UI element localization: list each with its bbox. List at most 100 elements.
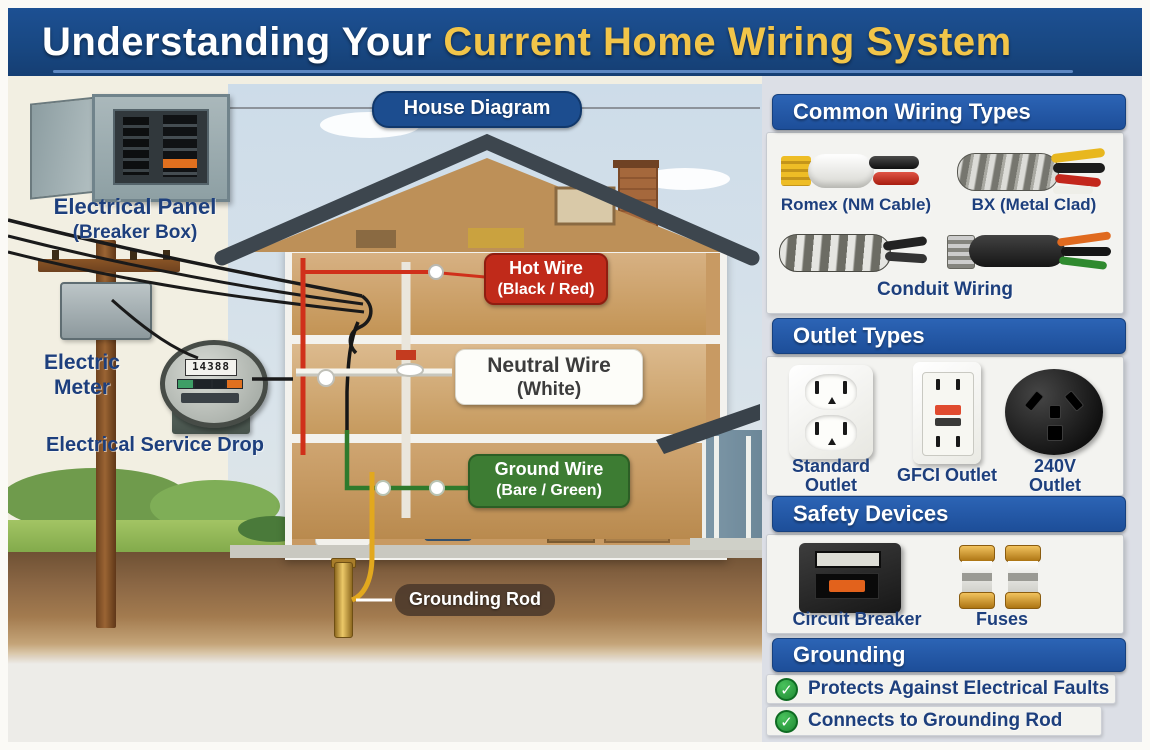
grounding-item-row: ✓ Protects Against Electrical Faults [766, 674, 1116, 704]
circuit-breaker-image [799, 543, 901, 613]
bx-white-wire [1053, 186, 1093, 194]
page-title: Understanding Your Current Home Wiring S… [42, 20, 1122, 65]
romex-sheath [808, 154, 874, 188]
bx-label: BX (Metal Clad) [971, 195, 1097, 214]
outlet-slot [1047, 425, 1063, 441]
conduit-label: Conduit Wiring [877, 279, 1013, 300]
fuse-band [1008, 573, 1038, 581]
hot-wire-node [428, 264, 444, 280]
conduit-flex-armor [779, 234, 891, 272]
meter-lower-band [181, 393, 239, 403]
neutral-wire-badge-line1: Neutral Wire [487, 354, 611, 377]
conduit-black-wire [1061, 247, 1111, 256]
meter-indicators [177, 379, 243, 389]
meter-feed-line [110, 298, 199, 360]
insulator [163, 250, 170, 260]
electrical-panel-label-line2: (Breaker Box) [72, 222, 198, 243]
meter-indicator-dark [195, 380, 211, 388]
standard-outlet-label: Standard Outlet [775, 457, 887, 495]
outlet-slot [1063, 390, 1085, 412]
neutral-wire-node [396, 363, 424, 377]
ground-wire-badge: Ground Wire (Bare / Green) [468, 454, 630, 508]
grounding-item-text: Connects to Grounding Rod [808, 710, 1063, 731]
romex-conductor-end [781, 156, 811, 186]
standard-outlet-label-line1: Standard [791, 456, 870, 476]
ground-hole [828, 438, 836, 445]
outlet-slot [1023, 390, 1045, 412]
outlet-slot [956, 379, 960, 390]
safety-devices-header: Safety Devices [772, 496, 1126, 532]
attic-box [356, 230, 396, 248]
outlet-types-card: Standard Outlet GFCI Outlet 240V Outlet [766, 356, 1124, 496]
bx-black-wire [1053, 163, 1105, 173]
meter-display: 14388 [185, 359, 237, 376]
240v-outlet-label: 240V Outlet [1015, 457, 1095, 495]
conduit-orange-wire [1056, 231, 1112, 247]
neutral-wire-node [317, 369, 335, 387]
insulator [52, 250, 59, 260]
check-icon: ✓ [775, 677, 798, 701]
hot-wire-callout-line [440, 271, 486, 279]
transformer [60, 282, 152, 340]
breaker-panel-interior [113, 109, 209, 185]
fuse-image [959, 545, 995, 609]
insulator [130, 250, 137, 260]
breaker-recess [815, 573, 879, 599]
outlet-slot [936, 379, 940, 390]
roof [214, 133, 760, 266]
ground-wire-node [375, 480, 391, 496]
outlet-slot [843, 422, 847, 435]
grounding-item-row: ✓ Connects to Grounding Rod [766, 706, 1102, 736]
meter-indicator-orange [226, 380, 242, 388]
ground-wire-badge-line2: (Bare / Green) [496, 482, 602, 499]
fuse-cap [1005, 592, 1041, 609]
breaker-slot [815, 551, 881, 568]
conduit-flex-image [779, 229, 929, 275]
romex-label: Romex (NM Cable) [780, 195, 932, 214]
bx-yellow-wire [1050, 147, 1106, 164]
ground-wire-line [344, 430, 468, 491]
240v-outlet-image [1005, 369, 1103, 455]
chimney-cap [613, 160, 659, 168]
standard-outlet-image [789, 365, 873, 459]
grounding-header: Grounding [772, 638, 1126, 672]
ground-hole [828, 397, 836, 404]
romex-black-wire [869, 156, 919, 169]
safety-devices-card: Circuit Breaker Fuses [766, 534, 1124, 634]
conduit-wire [882, 235, 928, 252]
grounding-item-text: Protects Against Electrical Faults [808, 678, 1110, 699]
gfci-outlet-label: GFCI Outlet [897, 465, 997, 485]
outlet-slot [956, 436, 960, 447]
outlet-slot [815, 422, 819, 435]
meter-face: 14388 [160, 340, 268, 428]
electric-meter: 14388 [160, 340, 268, 436]
floor-divider [292, 335, 720, 344]
hot-wire-badge-line2: (Black / Red) [497, 281, 595, 298]
gfci-face [922, 372, 974, 456]
gfci-outlet-image [913, 362, 981, 464]
receptacle [805, 415, 857, 451]
attic-chest [468, 228, 524, 248]
circuit-breaker-label: Circuit Breaker [792, 609, 922, 629]
romex-cable-image [781, 149, 931, 193]
underground-soil [8, 552, 762, 664]
outlet-slot [936, 436, 940, 447]
electric-meter-label-line1: Electric [44, 351, 120, 374]
ground-wire-badge-line1: Ground Wire [494, 459, 604, 479]
hot-wire-badge-line1: Hot Wire [509, 258, 583, 278]
electrical-panel-label: Electrical Panel (Breaker Box) [10, 194, 260, 246]
service-drop-label: Electrical Service Drop [46, 434, 264, 456]
receptacle [805, 374, 857, 410]
grounding-rod-badge: Grounding Rod [395, 584, 555, 616]
fuse-image [1005, 545, 1041, 609]
title-bar: Understanding Your Current Home Wiring S… [8, 8, 1142, 76]
neutral-wire-badge: Neutral Wire (White) [455, 349, 643, 405]
check-icon: ✓ [775, 709, 798, 733]
conduit-cable-image [947, 227, 1113, 275]
outlet-slot [815, 381, 819, 394]
attic-gable [252, 158, 722, 252]
outlet-slot [843, 381, 847, 394]
fuse-cap [1005, 545, 1041, 562]
